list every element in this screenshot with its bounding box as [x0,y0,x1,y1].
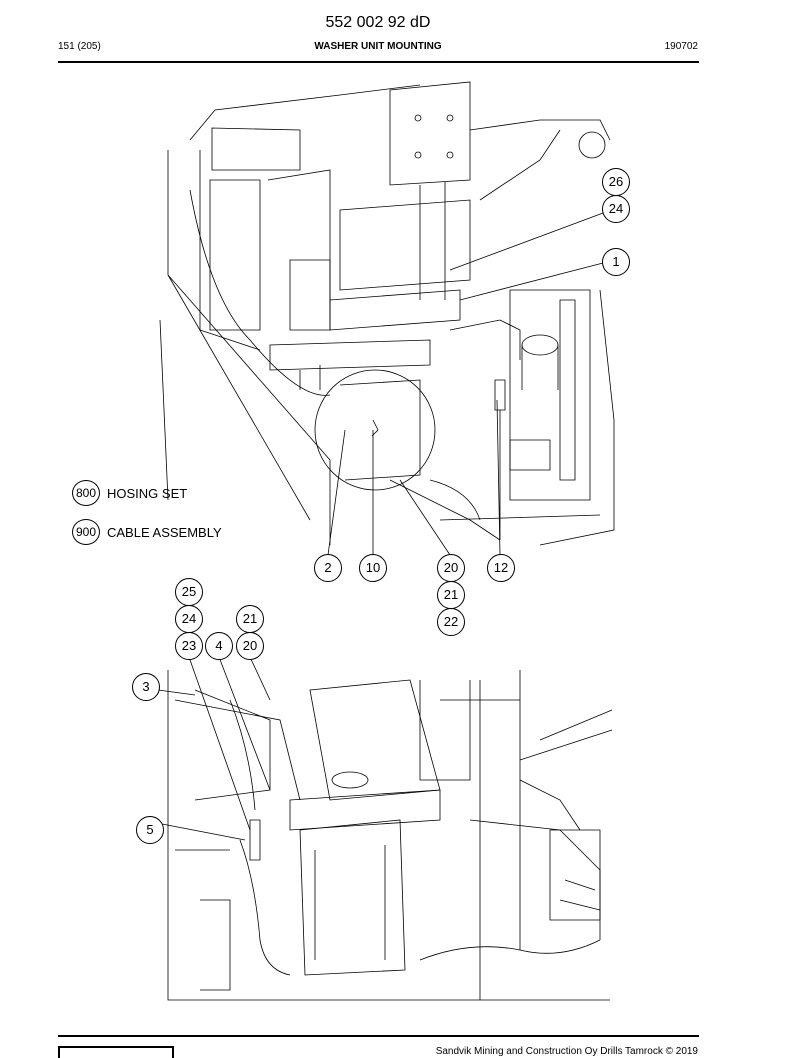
callout-10: 10 [359,554,387,582]
page-reference: 151 (205) [58,41,101,52]
callout-4: 4 [205,632,233,660]
callout-3: 3 [132,673,160,701]
callout-1: 1 [602,248,630,276]
callout-26: 26 [602,168,630,196]
upper-assembly-drawing [159,81,615,546]
callout-24-lower: 24 [175,605,203,633]
legend-code: 800 [72,480,100,506]
sandvik-logo [58,1046,174,1058]
callout-20-lower: 20 [236,632,264,660]
upper-leader-lines [327,212,604,556]
callout-22: 22 [437,608,465,636]
callout-2: 2 [314,554,342,582]
legend-label: HOSING SET [107,485,188,501]
legend-label: CABLE ASSEMBLY [107,524,222,540]
revision-date: 190702 [664,41,698,52]
legend-code: 900 [72,519,100,545]
callout-20: 20 [437,554,465,582]
callout-12: 12 [487,554,515,582]
page-title: WASHER UNIT MOUNTING [314,41,442,52]
doc-number: 552 002 92 dD [325,14,431,31]
legend-row-cable-assembly: 900 CABLE ASSEMBLY [72,519,222,545]
footer-rule [58,1035,699,1037]
callout-21: 21 [437,581,465,609]
lower-assembly-drawing [167,670,613,1001]
footer-copyright: Sandvik Mining and Construction Oy Drill… [435,1046,698,1057]
callout-25: 25 [175,578,203,606]
lower-leader-lines [157,656,271,841]
header-rule [58,61,699,63]
legend-row-hosing-set: 800 HOSING SET [72,480,187,506]
callout-24: 24 [602,195,630,223]
callout-5: 5 [136,816,164,844]
callout-23: 23 [175,632,203,660]
callout-21-lower: 21 [236,605,264,633]
